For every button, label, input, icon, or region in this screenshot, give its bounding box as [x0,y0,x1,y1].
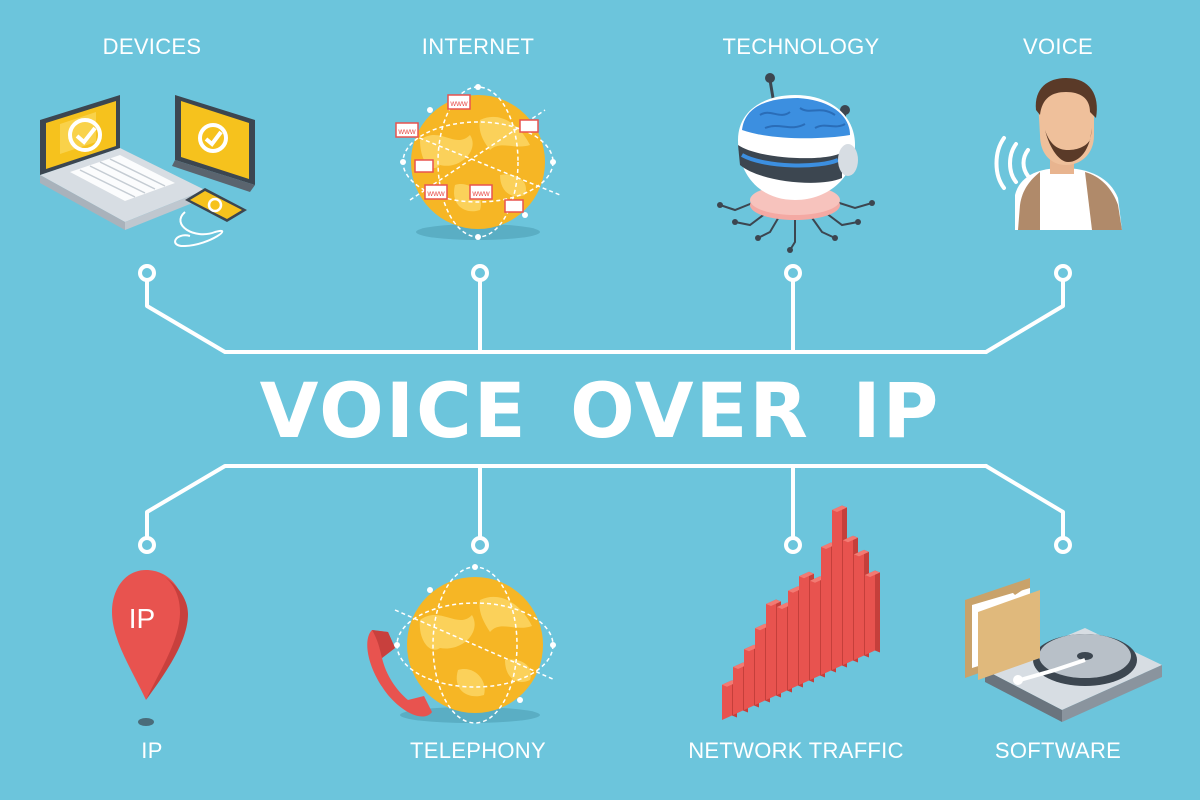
node-ip [138,536,156,554]
wire-ip [145,464,988,540]
traffic-bar [865,570,880,655]
svg-text:www: www [426,189,445,198]
label-telephony: TELEPHONY [410,738,546,763]
label-ip: IP [141,738,163,763]
label-voice: VOICE [1023,34,1093,59]
svg-text:www: www [397,127,416,136]
main-title: VOICE OVER IP [259,366,941,455]
node-internet [471,264,489,282]
wire-voice [984,278,1065,354]
node-technology [784,264,802,282]
node-traffic [784,536,802,554]
svg-text:IP: IP [129,603,155,634]
label-technology: TECHNOLOGY [722,34,880,59]
node-telephony [471,536,489,554]
label-software: SOFTWARE [994,738,1122,763]
label-devices: DEVICES [102,34,202,59]
node-devices [138,264,156,282]
svg-text:www: www [449,99,468,108]
svg-text:www: www [471,189,490,198]
node-software [1054,536,1072,554]
label-network-traffic: NETWORK TRAFFIC [688,738,904,763]
node-voice [1054,264,1072,282]
label-internet: INTERNET [421,34,535,59]
wire-software [984,464,1065,540]
wire-devices [145,278,482,354]
